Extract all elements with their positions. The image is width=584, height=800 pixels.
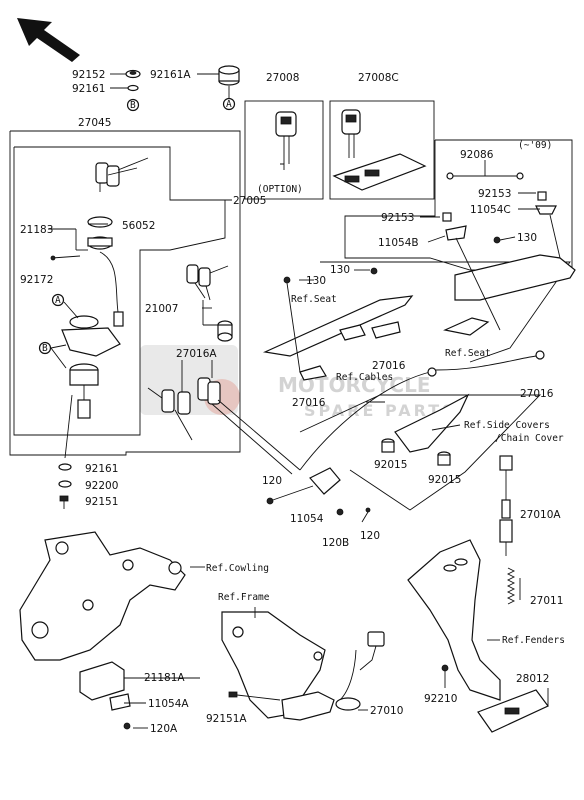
label-27010: 27010 — [370, 705, 403, 717]
spring-27011[interactable] — [506, 567, 516, 605]
label-92161-bottom: 92161 — [85, 463, 118, 475]
key-option-box — [244, 100, 324, 200]
key-pair-27016A[interactable] — [147, 360, 301, 475]
marker-a-top — [222, 97, 236, 111]
label-92200: 92200 — [85, 480, 118, 492]
seat-lock-parts-left[interactable] — [262, 267, 414, 381]
label-27010A: 27010A — [520, 509, 561, 521]
ref-cables: Ref.Cables — [336, 372, 393, 383]
leader-lines — [48, 73, 549, 729]
label-11054A: 11054A — [148, 698, 189, 710]
washer-92161[interactable] — [127, 84, 139, 92]
bracket-side-cover[interactable] — [381, 393, 470, 466]
label-92172: 92172 — [20, 274, 53, 286]
key-pair-21007[interactable] — [186, 264, 229, 301]
label-11054C: 11054C — [470, 204, 511, 216]
switch-27010A[interactable] — [499, 455, 513, 556]
lock-bracket-11054[interactable] — [266, 467, 371, 523]
marker-b-top-label: B — [130, 100, 136, 111]
seat-lock-parts-right[interactable] — [442, 191, 576, 336]
label-92151A: 92151A — [206, 713, 247, 725]
label-11054B: 11054B — [378, 237, 419, 249]
key-27008-option[interactable] — [275, 111, 297, 170]
seat-lock-frame — [320, 261, 571, 363]
marker-a-mid-label: A — [55, 295, 61, 306]
key-pair-27005[interactable] — [95, 157, 149, 192]
washer-92200[interactable] — [58, 480, 72, 488]
rear-fender[interactable] — [407, 539, 501, 701]
label-27016-mid: 27016 — [372, 360, 406, 372]
ignition-set-box — [9, 130, 241, 456]
label-92015-right: 92015 — [428, 474, 461, 486]
watermark-tagline: SPARE PARTS — [304, 401, 457, 420]
label-130-right: 130 — [517, 232, 537, 244]
label-92015-left: 92015 — [374, 459, 407, 471]
key-set-27008C[interactable] — [332, 109, 427, 191]
ref-frame: Ref.Frame — [218, 592, 270, 603]
label-130-left: 130 — [306, 275, 326, 287]
label-27005: 27005 — [233, 195, 266, 207]
label-120A: 120A — [150, 723, 178, 735]
bolt-92151[interactable] — [59, 495, 69, 509]
marker-b-top — [126, 98, 140, 112]
label-21007: 21007 — [145, 303, 178, 315]
frame-bracket[interactable] — [221, 611, 326, 719]
marker-b-mid-label: B — [42, 343, 48, 354]
ref-side-covers: Ref.Side Covers — [464, 420, 550, 431]
seat-lock-cable[interactable] — [299, 350, 545, 471]
label-27008C: 27008C — [358, 72, 399, 84]
label-92152: 92152 — [72, 69, 105, 81]
key-set-box — [329, 100, 435, 200]
ref-seat-right: Ref.Seat — [445, 348, 491, 359]
bolt-120A[interactable] — [123, 722, 131, 730]
marker-a-top-label: A — [226, 99, 232, 110]
label-120-left: 120 — [262, 475, 282, 487]
label-92210: 92210 — [424, 693, 457, 705]
bushing-21007[interactable] — [217, 320, 233, 342]
label-27008: 27008 — [266, 72, 299, 84]
label-92086: 92086 — [460, 149, 494, 161]
ref-cowling: Ref.Cowling — [206, 563, 269, 574]
ref-fenders: Ref.Fenders — [502, 635, 565, 646]
ignition-body-21183[interactable] — [87, 216, 124, 327]
ref-seat-left: Ref.Seat — [291, 294, 337, 305]
label-27011: 27011 — [530, 595, 563, 607]
label-21183: 21183 — [20, 224, 53, 236]
label-27045: 27045 — [78, 117, 111, 129]
label-130-mid: 130 — [330, 264, 350, 276]
cowling-stay[interactable] — [19, 531, 186, 661]
ref-chain-cover: /Chain Cover — [495, 433, 564, 444]
label-92153-b: 92153 — [381, 212, 414, 224]
cap-92161A[interactable] — [218, 65, 240, 86]
part-labels: 92152 92161 92161A 27045 27005 21183 560… — [20, 69, 565, 735]
label-92151: 92151 — [85, 496, 118, 508]
label-27016-right: 27016 — [520, 388, 554, 400]
label-28012: 28012 — [516, 673, 549, 685]
year-note: (~'09) — [518, 140, 552, 151]
label-120B: 120B — [322, 537, 349, 549]
cable-92086[interactable] — [446, 160, 524, 180]
ignition-switch-assembly[interactable]: A B — [38, 293, 121, 459]
cap-92152[interactable] — [125, 69, 141, 79]
side-stand-switch-27010[interactable] — [281, 631, 385, 721]
label-92161A: 92161A — [150, 69, 191, 81]
seat-lock-box — [344, 139, 573, 271]
washer-92161-bottom[interactable] — [58, 463, 72, 471]
front-direction-arrow-icon — [17, 18, 80, 62]
option-caption: (OPTION) — [257, 184, 303, 195]
label-21181A: 21181A — [144, 672, 185, 684]
bolt-92151A[interactable] — [228, 691, 281, 701]
clip-11054A[interactable] — [109, 693, 131, 711]
label-92161-top: 92161 — [72, 83, 105, 95]
label-27016A: 27016A — [176, 348, 217, 360]
label-56052: 56052 — [122, 220, 155, 232]
label-11054: 11054 — [290, 513, 324, 525]
label-27016-left: 27016 — [292, 397, 326, 409]
relay-21181A[interactable] — [79, 661, 200, 701]
label-120-right: 120 — [360, 530, 380, 542]
label-92153-a: 92153 — [478, 188, 511, 200]
